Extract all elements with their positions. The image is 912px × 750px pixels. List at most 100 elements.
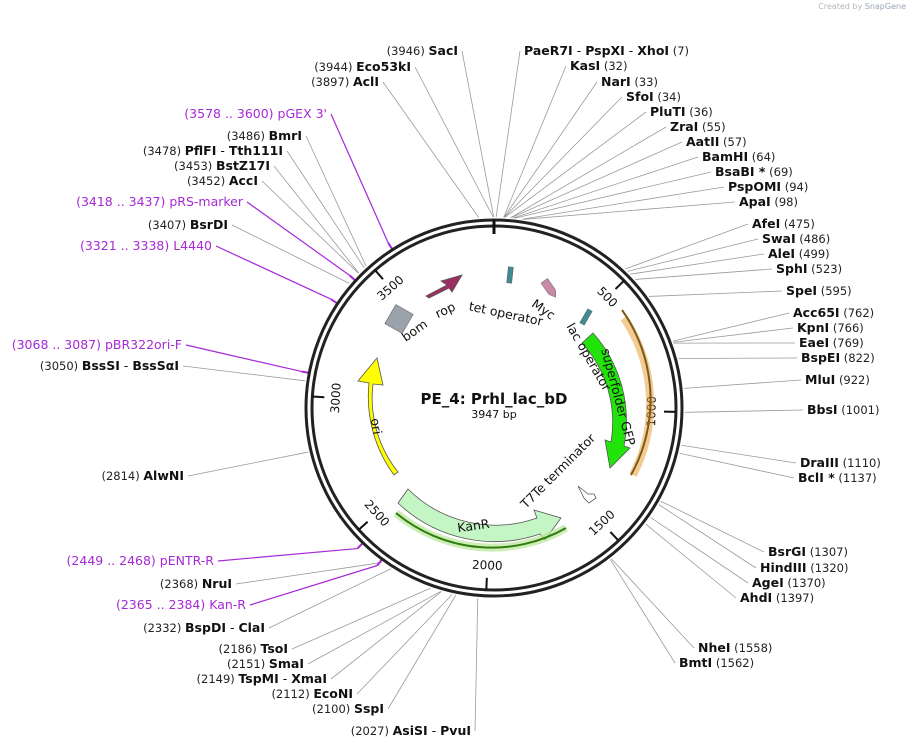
- feature-kanr[interactable]: [397, 488, 562, 542]
- enzyme-label-asisi[interactable]: (2027) AsiSI - PvuI: [351, 723, 471, 738]
- enzyme-name: AatII: [686, 134, 719, 149]
- enzyme-label-pluti[interactable]: PluTI (36): [650, 104, 713, 119]
- enzyme-label-acc65i[interactable]: Acc65I (762): [793, 305, 874, 320]
- enzyme-leader-line: [510, 126, 667, 219]
- primer-label-pentr-r[interactable]: (2449 .. 2468) pENTR-R: [67, 553, 215, 568]
- enzyme-label-bmri[interactable]: (3486) BmrI: [227, 128, 302, 143]
- enzyme-label-bspei[interactable]: BspEI (822): [801, 350, 875, 365]
- enzyme-name: PflFI: [185, 143, 217, 158]
- primer-label-kan-r[interactable]: (2365 .. 2384) Kan-R: [116, 597, 246, 612]
- feature-t7te-terminator[interactable]: [577, 485, 597, 504]
- cut-position: (475): [784, 217, 815, 231]
- cut-position: (64): [752, 150, 776, 164]
- enzyme-label-smai[interactable]: (2151) SmaI: [227, 656, 304, 671]
- cut-position: (2332): [143, 621, 181, 635]
- enzyme-label-bspdi[interactable]: (2332) BspDI - ClaI: [143, 620, 265, 635]
- enzyme-label-econi[interactable]: (2112) EcoNI: [271, 686, 353, 701]
- enzyme-label-nrui[interactable]: (2368) NruI: [160, 576, 232, 591]
- enzyme-separator: -: [279, 671, 291, 686]
- feature-superfolder-gfp[interactable]: [581, 332, 631, 469]
- enzyme-label-nari[interactable]: NarI (33): [601, 74, 658, 89]
- feature-lac-operator[interactable]: [579, 308, 593, 326]
- enzyme-label-bsrgi[interactable]: BsrGI (1307): [768, 544, 848, 559]
- enzyme-label-zrai[interactable]: ZraI (55): [670, 119, 726, 134]
- enzyme-name: ApaI: [739, 194, 771, 209]
- enzyme-label-swai[interactable]: SwaI (486): [762, 231, 830, 246]
- enzyme-label-hindiii[interactable]: HindIII (1320): [760, 560, 848, 575]
- primer-range: (3578 .. 3600): [184, 106, 273, 121]
- feature-rop[interactable]: [425, 274, 463, 299]
- cut-position: (1320): [810, 561, 848, 575]
- enzyme-label-alei[interactable]: AleI (499): [768, 246, 830, 261]
- enzyme-label-aatii[interactable]: AatII (57): [686, 134, 747, 149]
- enzyme-label-alwni[interactable]: (2814) AlwNI: [101, 468, 184, 483]
- enzyme-name: KasI: [570, 58, 600, 73]
- enzyme-label-apai[interactable]: ApaI (98): [739, 194, 798, 209]
- cut-position: (3897): [311, 75, 349, 89]
- enzyme-name: SmaI: [269, 656, 304, 671]
- orf-gfp-outline: [620, 315, 655, 477]
- enzyme-leader-line: [624, 223, 749, 270]
- cut-position: (2814): [101, 469, 139, 483]
- feature-tet-operator[interactable]: [506, 266, 514, 284]
- enzyme-label-ahdi[interactable]: AhdI (1397): [740, 590, 814, 605]
- enzyme-label-pflfi[interactable]: (3478) PflFI - Tth111I: [143, 143, 283, 158]
- enzyme-label-sphi[interactable]: SphI (523): [776, 261, 842, 276]
- enzyme-label-acci[interactable]: (3452) AccI: [187, 173, 258, 188]
- enzyme-label-paer7i[interactable]: PaeR7I - PspXI - XhoI (7): [524, 43, 689, 58]
- enzyme-label-afei[interactable]: AfeI (475): [752, 216, 815, 231]
- enzyme-label-pspomi[interactable]: PspOMI (94): [728, 179, 808, 194]
- enzyme-label-nhei[interactable]: NheI (1558): [698, 640, 772, 655]
- primer-label-prs-marker[interactable]: (3418 .. 3437) pRS-marker: [76, 194, 244, 209]
- primer-label-l4440[interactable]: (3321 .. 3338) L4440: [80, 238, 212, 253]
- primer-leader-line: [246, 201, 351, 276]
- enzyme-label-sspi[interactable]: (2100) SspI: [312, 701, 384, 716]
- enzyme-label-mlui[interactable]: MluI (922): [805, 372, 870, 387]
- enzyme-name: AleI: [768, 246, 795, 261]
- enzyme-label-bsrdi[interactable]: (3407) BsrDI: [148, 217, 228, 232]
- enzyme-label-kasi[interactable]: KasI (32): [570, 58, 627, 73]
- enzyme-label-sfoi[interactable]: SfoI (34): [626, 89, 681, 104]
- primer-leader-line: [249, 564, 378, 606]
- enzyme-leader-line: [286, 150, 365, 269]
- enzyme-label-bsabi-[interactable]: BsaBI * (69): [715, 164, 793, 179]
- enzyme-name: BspDI: [185, 620, 226, 635]
- cut-position: (3478): [143, 144, 181, 158]
- feature-bom[interactable]: [384, 304, 414, 334]
- enzyme-leader-line: [503, 65, 567, 218]
- enzyme-name: PspXI: [585, 43, 625, 58]
- enzyme-label-spei[interactable]: SpeI (595): [786, 283, 852, 298]
- enzyme-name: SacI: [429, 43, 459, 58]
- enzyme-leader-line: [681, 444, 797, 464]
- enzyme-label-acli[interactable]: (3897) AclI: [311, 74, 379, 89]
- enzyme-label-kpni[interactable]: KpnI (766): [797, 320, 864, 335]
- enzyme-label-draiii[interactable]: DraIII (1110): [800, 455, 881, 470]
- primer-label-pgex-3-[interactable]: (3578 .. 3600) pGEX 3': [184, 106, 327, 121]
- cut-position: (3452): [187, 174, 225, 188]
- enzyme-label-agei[interactable]: AgeI (1370): [752, 575, 826, 590]
- enzyme-label-tspmi[interactable]: (2149) TspMI - XmaI: [197, 671, 327, 686]
- cut-position: (1397): [776, 591, 814, 605]
- feature-label-rop: rop: [433, 299, 458, 321]
- enzyme-label-bcli-[interactable]: BclI * (1137): [798, 470, 877, 485]
- enzyme-label-saci[interactable]: (3946) SacI: [387, 43, 458, 58]
- feature-ori[interactable]: [357, 357, 399, 476]
- cut-position: (1307): [810, 545, 848, 559]
- enzyme-name: NruI: [202, 576, 232, 591]
- enzyme-label-bstz17i[interactable]: (3453) BstZ17I: [174, 158, 270, 173]
- enzyme-name: SpeI: [786, 283, 817, 298]
- enzyme-separator: -: [625, 43, 637, 58]
- enzyme-name: XmaI: [291, 671, 327, 686]
- enzyme-label-eco53ki[interactable]: (3944) Eco53kI: [314, 59, 411, 74]
- enzyme-name: BmrI: [269, 128, 302, 143]
- enzyme-label-bsssi[interactable]: (3050) BssSI - BssSαI: [40, 358, 179, 373]
- tick-label: 3500: [374, 273, 406, 304]
- enzyme-label-eaei[interactable]: EaeI (769): [799, 335, 864, 350]
- enzyme-leader-line: [672, 312, 790, 342]
- enzyme-label-bmti[interactable]: BmtI (1562): [679, 655, 754, 670]
- enzyme-label-tsoi[interactable]: (2186) TsoI: [219, 641, 288, 656]
- enzyme-label-bbsi[interactable]: BbsI (1001): [807, 402, 879, 417]
- primer-label-pbr322ori-f[interactable]: (3068 .. 3087) pBR322ori-F: [12, 337, 182, 352]
- enzyme-label-bamhi[interactable]: BamHI (64): [702, 149, 775, 164]
- feature-myc[interactable]: [540, 278, 559, 300]
